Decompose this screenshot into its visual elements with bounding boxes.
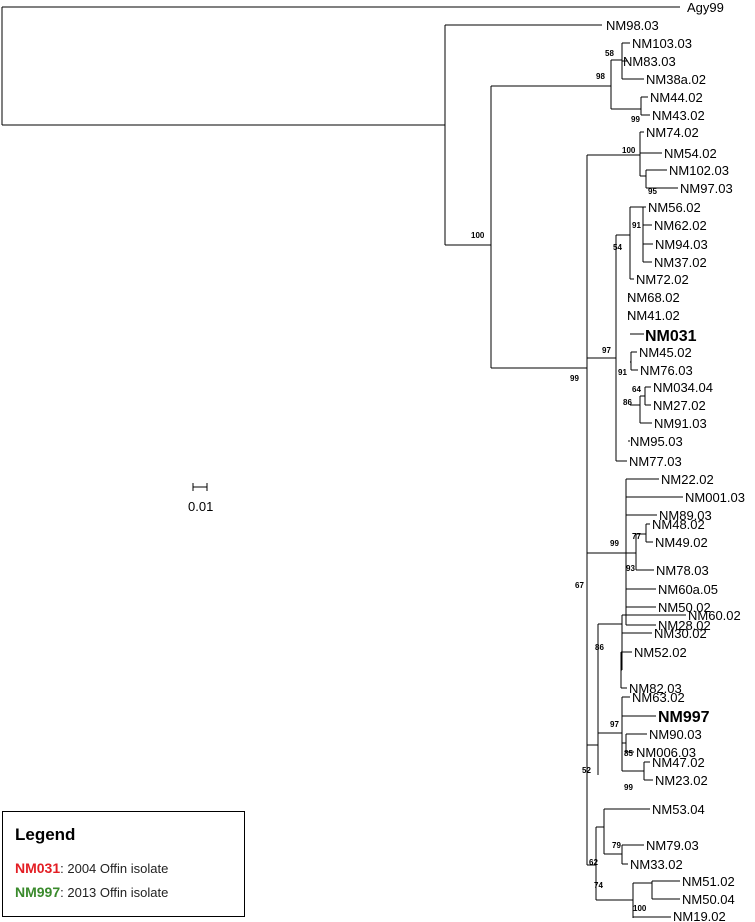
leaf-label: NM74.02 <box>646 125 699 140</box>
leaf-label: NM60a.05 <box>658 582 718 597</box>
leaf-label: NM28.02 <box>658 618 711 633</box>
leaf-label: NM56.02 <box>648 200 701 215</box>
leaf-label: NM49.02 <box>655 535 708 550</box>
bootstrap-value: 85 <box>624 749 633 758</box>
bootstrap-value: 98 <box>596 72 605 81</box>
scale-bar: 0.01 <box>188 483 213 514</box>
leaf-label: NM45.02 <box>639 345 692 360</box>
legend-item-nm997: NM997: 2013 Offin isolate <box>15 884 168 900</box>
bootstrap-value: 99 <box>631 115 640 124</box>
leaf-label: NM22.02 <box>661 472 714 487</box>
bootstrap-value: 77 <box>632 532 641 541</box>
bootstrap-value: 100 <box>622 146 636 155</box>
leaf-label: NM034.04 <box>653 380 713 395</box>
bootstrap-value: 99 <box>610 539 619 548</box>
leaf-label: NM50.04 <box>682 892 735 907</box>
legend-text-nm997: : 2013 Offin isolate <box>60 885 169 900</box>
highlighted-leaf-nm997: NM997 <box>658 709 710 726</box>
bootstrap-value: 64 <box>632 385 641 394</box>
leaf-label: NM90.03 <box>649 727 702 742</box>
leaf-label: NM33.02 <box>630 857 683 872</box>
leaf-label: NM82.03 <box>629 681 682 696</box>
leaf-label: NM30.02 <box>654 626 707 641</box>
leaf-label: NM38a.02 <box>646 72 706 87</box>
bootstrap-value: 86 <box>623 398 632 407</box>
leaf-label: NM48.02 <box>652 517 705 532</box>
leaf-labels: Agy99 NM98.03 NM103.03 NM83.03 NM38a.02 … <box>606 0 745 922</box>
leaf-label: NM60.02 <box>688 608 741 623</box>
legend-item-nm031: NM031: 2004 Offin isolate <box>15 860 168 876</box>
leaf-label: NM001.03 <box>685 490 745 505</box>
leaf-label: NM54.02 <box>664 146 717 161</box>
leaf-label: NM91.03 <box>654 416 707 431</box>
bootstrap-value: 91 <box>632 221 641 230</box>
bootstrap-value: 97 <box>602 346 611 355</box>
leaf-label: NM103.03 <box>632 36 692 51</box>
bootstrap-value: 58 <box>605 49 614 58</box>
scale-bar-label: 0.01 <box>188 499 213 514</box>
leaf-label: NM78.03 <box>656 563 709 578</box>
highlighted-leaf-nm031: NM031 <box>645 328 697 345</box>
leaf-label: NM94.03 <box>655 237 708 252</box>
leaf-label: NM95.03 <box>630 434 683 449</box>
leaf-label: NM97.03 <box>680 181 733 196</box>
bootstrap-value: 99 <box>624 783 633 792</box>
leaf-label: NM41.02 <box>627 308 680 323</box>
leaf-label: NM51.02 <box>682 874 735 889</box>
leaf-label: NM44.02 <box>650 90 703 105</box>
legend-box: Legend NM031: 2004 Offin isolate NM997: … <box>2 811 245 917</box>
bootstrap-value: 100 <box>633 904 647 913</box>
leaf-label: NM43.02 <box>652 108 705 123</box>
leaf-label: NM47.02 <box>652 755 705 770</box>
leaf-label: NM53.04 <box>652 802 705 817</box>
leaf-label: NM98.03 <box>606 18 659 33</box>
leaf-label: NM23.02 <box>655 773 708 788</box>
leaf-label: NM006.03 <box>636 745 696 760</box>
legend-key-nm997: NM997 <box>15 884 61 900</box>
bootstrap-value: 74 <box>594 881 603 890</box>
tree-branches <box>1 6 686 918</box>
leaf-label: NM102.03 <box>669 163 729 178</box>
leaf-label: NM76.03 <box>640 363 693 378</box>
bootstrap-values: 100 98 58 99 100 95 99 67 97 54 91 91 86… <box>471 49 657 913</box>
leaf-label: NM77.03 <box>629 454 682 469</box>
bootstrap-value: 52 <box>582 766 591 775</box>
leaf-label: NM89.03 <box>659 508 712 523</box>
legend-key-nm031: NM031 <box>15 860 61 876</box>
leaf-label: NM19.02 <box>673 909 726 922</box>
bootstrap-value: 67 <box>575 581 584 590</box>
bootstrap-value: 95 <box>648 187 657 196</box>
bootstrap-value: 100 <box>471 231 485 240</box>
bootstrap-value: 91 <box>618 368 627 377</box>
leaf-label: NM68.02 <box>627 290 680 305</box>
leaf-label: Agy99 <box>687 0 724 15</box>
bootstrap-value: 79 <box>612 841 621 850</box>
leaf-label: NM83.03 <box>623 54 676 69</box>
bootstrap-value: 99 <box>570 374 579 383</box>
bootstrap-value: 86 <box>595 643 604 652</box>
leaf-label: NM52.02 <box>634 645 687 660</box>
leaf-label: NM27.02 <box>653 398 706 413</box>
bootstrap-value: 93 <box>626 564 635 573</box>
legend-title: Legend <box>15 825 76 844</box>
leaf-label: NM63.02 <box>632 690 685 705</box>
leaf-label: NM79.03 <box>646 838 699 853</box>
leaf-label: NM72.02 <box>636 272 689 287</box>
leaf-label: NM37.02 <box>654 255 707 270</box>
leaf-label: NM62.02 <box>654 218 707 233</box>
bootstrap-value: 62 <box>589 858 598 867</box>
leaf-label: NM50.02 <box>658 600 711 615</box>
bootstrap-value: 54 <box>613 243 622 252</box>
bootstrap-value: 97 <box>610 720 619 729</box>
legend-text-nm031: : 2004 Offin isolate <box>60 861 169 876</box>
